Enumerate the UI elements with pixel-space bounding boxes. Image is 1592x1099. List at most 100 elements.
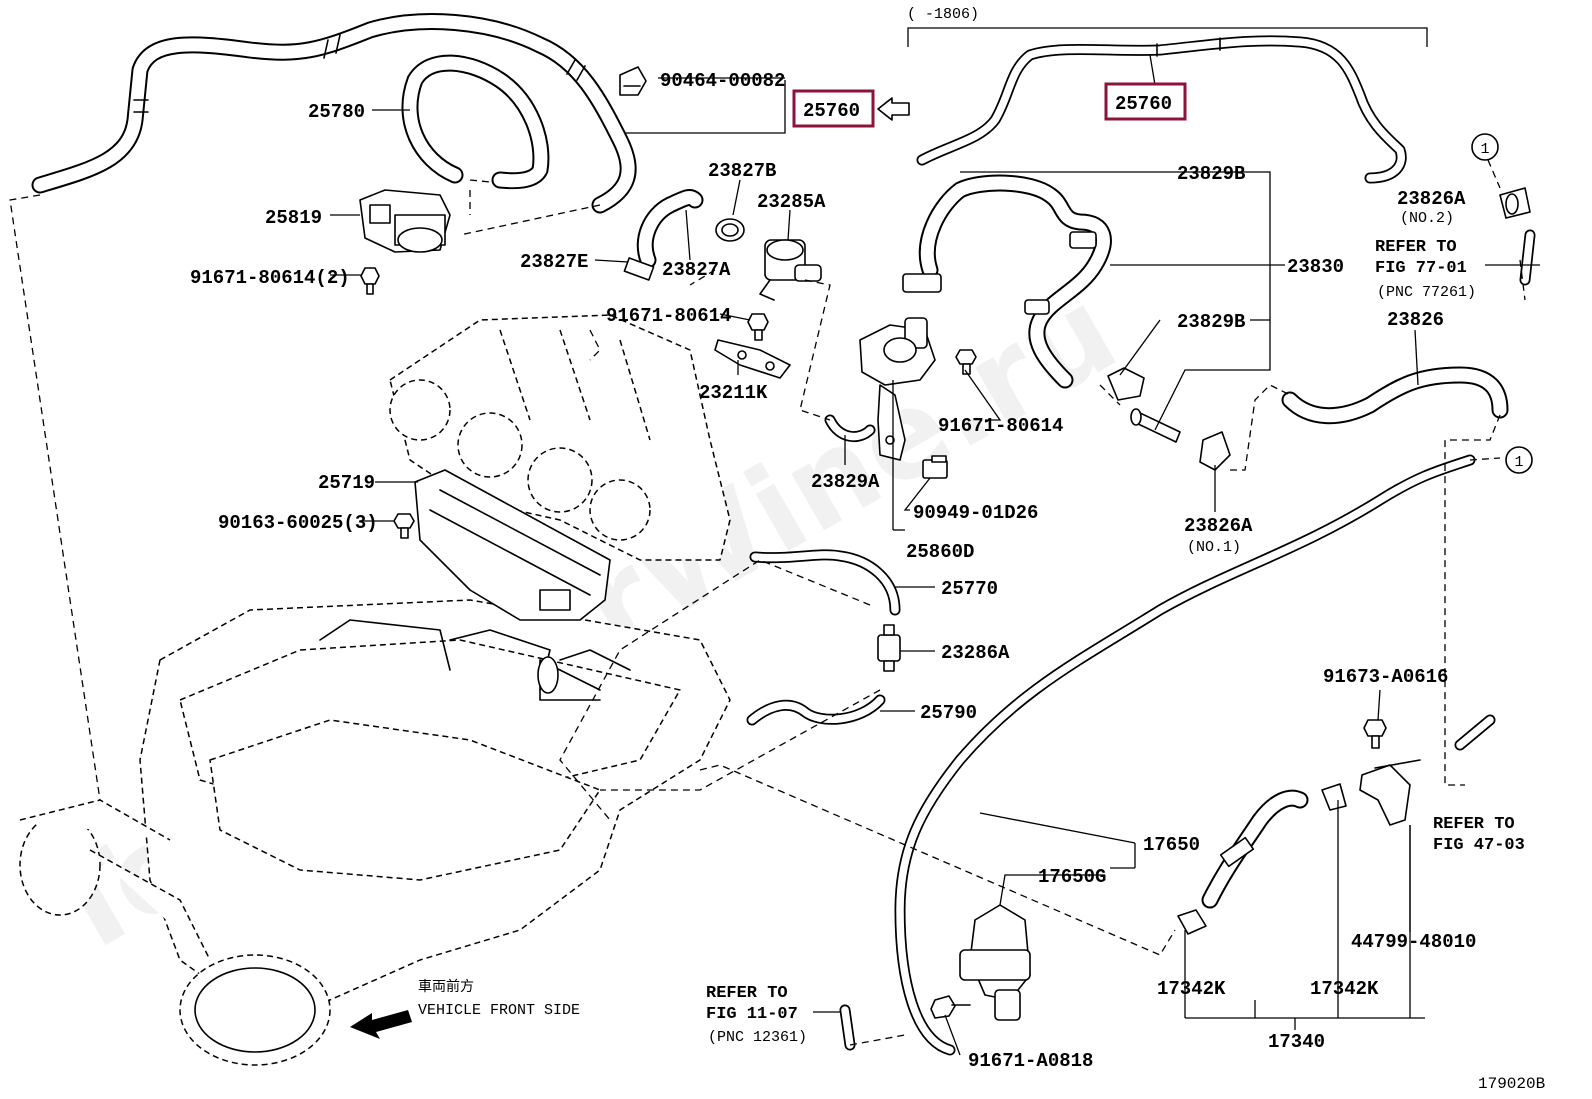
label-91671-80614-2[interactable]: 91671-80614(2) [190, 267, 350, 289]
label-91673-a0616[interactable]: 91673-A0616 [1323, 666, 1448, 688]
connector-90949-01d26[interactable] [922, 455, 948, 479]
label-17342k-right[interactable]: 17342K [1310, 978, 1379, 1000]
label-25860d[interactable]: 25860D [906, 541, 974, 563]
purge-valve-23285a[interactable] [759, 239, 822, 301]
hose-23830[interactable] [918, 174, 1112, 389]
ref-fig77-pnc: (PNC 77261) [1377, 284, 1476, 301]
label-23826a-no2[interactable]: 23826A [1397, 188, 1466, 210]
hose-25770[interactable] [749, 549, 901, 616]
label-23826[interactable]: 23826 [1387, 309, 1444, 331]
bolt-91671-a0818[interactable] [930, 995, 971, 1019]
hose-23829a[interactable] [824, 414, 876, 442]
ref-fig11-line1: REFER TO [706, 984, 788, 1003]
vsv-25819[interactable] [359, 189, 451, 253]
label-17650g[interactable]: 17650G [1038, 866, 1106, 888]
ref-fig77-line2: FIG 77-01 [1375, 259, 1467, 278]
label-17650[interactable]: 17650 [1143, 834, 1200, 856]
clamp-17342k-right[interactable] [1321, 783, 1347, 811]
clamp-23826a-no2[interactable] [1499, 187, 1531, 219]
applicability-bracket [907, 27, 1428, 47]
engine-block-outline [19, 599, 731, 1066]
hose-17650[interactable] [894, 454, 1476, 1056]
label-90163-60025[interactable]: 90163-60025(3) [218, 512, 378, 534]
bolt-91673-a0616[interactable] [1363, 719, 1387, 749]
label-90464-00082[interactable]: 90464-00082 [660, 70, 785, 92]
label-25760-right[interactable]: 25760 [1115, 93, 1172, 115]
label-23829a[interactable]: 23829A [811, 471, 880, 493]
leader-lines [330, 54, 1540, 1056]
part-labels: ( -1806) 25760 25760 90464-00082 25780 2… [190, 6, 1545, 1093]
highlight-25760-left [792, 89, 875, 128]
clip-90464-00082[interactable] [619, 66, 647, 96]
label-23827b[interactable]: 23827B [708, 160, 776, 182]
hose-25780[interactable] [401, 54, 550, 190]
highlight-25760-right [1104, 82, 1187, 121]
svg-text:1: 1 [1514, 454, 1523, 471]
label-23211k[interactable]: 23211K [699, 382, 768, 404]
label-23827a[interactable]: 23827A [662, 259, 731, 281]
label-17340[interactable]: 17340 [1268, 1031, 1325, 1053]
connector-23826-tube[interactable] [1130, 408, 1181, 443]
label-23829b-top[interactable]: 23829B [1177, 163, 1245, 185]
label-91671-80614-a[interactable]: 91671-80614 [606, 305, 731, 327]
label-no2: (NO.2) [1400, 210, 1454, 227]
hose-23826[interactable] [1281, 366, 1509, 425]
clamp-17342k-left[interactable] [1177, 909, 1207, 935]
clip-23829b-top[interactable] [902, 273, 942, 293]
ref-fig47-line1: REFER TO [1433, 815, 1515, 834]
ref-fig47-line2: FIG 47-03 [1433, 836, 1525, 855]
circle-marker-bottom: 1 [1505, 446, 1533, 474]
applicability-note: ( -1806) [907, 6, 979, 23]
label-44799-48010[interactable]: 44799-48010 [1351, 931, 1476, 953]
hose-77261-stub [1519, 229, 1536, 286]
vsv-17650g[interactable] [959, 904, 1031, 1021]
hose-25790[interactable] [746, 694, 886, 726]
bolt-91671-80614-2[interactable] [360, 267, 380, 295]
label-90949-01d26[interactable]: 90949-01D26 [913, 502, 1038, 524]
vehicle-front-arrow-icon [350, 1010, 412, 1039]
label-91671-80614-b[interactable]: 91671-80614 [938, 415, 1063, 437]
label-25719[interactable]: 25719 [318, 472, 375, 494]
vsv-25860d[interactable] [859, 317, 936, 461]
clamp-23826a-no1[interactable] [1199, 431, 1231, 471]
label-23827e[interactable]: 23827E [520, 251, 588, 273]
figure-code: 179020B [1478, 1075, 1545, 1093]
clamp-23827b[interactable] [715, 218, 745, 242]
label-17342k-left[interactable]: 17342K [1157, 978, 1226, 1000]
ref-fig77-line1: REFER TO [1375, 238, 1457, 257]
arrow-pointer-25760 [877, 97, 910, 121]
label-23829b-mid[interactable]: 23829B [1177, 311, 1245, 333]
label-91671-a0818[interactable]: 91671-A0818 [968, 1050, 1093, 1072]
label-23826a-no1[interactable]: 23826A [1184, 515, 1253, 537]
label-23285a[interactable]: 23285A [757, 191, 826, 213]
hose-25760-left[interactable] [31, 13, 637, 214]
ref-fig11-line2: FIG 11-07 [706, 1005, 798, 1024]
bracket-25719[interactable] [414, 469, 611, 621]
bolt-91671-80614-a[interactable] [747, 313, 769, 341]
hose-47-03-stub [1454, 714, 1496, 751]
bolt-91671-80614-b[interactable] [955, 349, 977, 375]
direction-japanese: 車両前方 [418, 978, 474, 996]
ref-fig11-pnc: (PNC 12361) [708, 1029, 807, 1046]
label-25770[interactable]: 25770 [941, 578, 998, 600]
label-25790[interactable]: 25790 [920, 702, 977, 724]
hose-23827a[interactable] [623, 189, 704, 281]
bolt-90163-60025[interactable] [393, 513, 415, 539]
label-25780[interactable]: 25780 [308, 101, 365, 123]
direction-english: VEHICLE FRONT SIDE [418, 1002, 580, 1019]
check-valve-23286a[interactable] [877, 624, 901, 672]
hose-17340[interactable] [1201, 789, 1309, 909]
hose-12361-stub [839, 1004, 856, 1051]
clip-23829b-mid[interactable] [1107, 367, 1145, 401]
svg-text:1: 1 [1480, 141, 1489, 158]
label-23830[interactable]: 23830 [1287, 256, 1344, 278]
hose-25760-right[interactable] [916, 35, 1407, 184]
bracket-44799-48010[interactable] [1359, 759, 1421, 826]
connection-lines [9, 159, 1526, 1046]
label-no1: (NO.1) [1187, 539, 1241, 556]
bracket-23211k[interactable] [714, 339, 791, 379]
label-25819[interactable]: 25819 [265, 207, 322, 229]
label-23286a[interactable]: 23286A [941, 642, 1010, 664]
label-25760-left[interactable]: 25760 [803, 100, 860, 122]
